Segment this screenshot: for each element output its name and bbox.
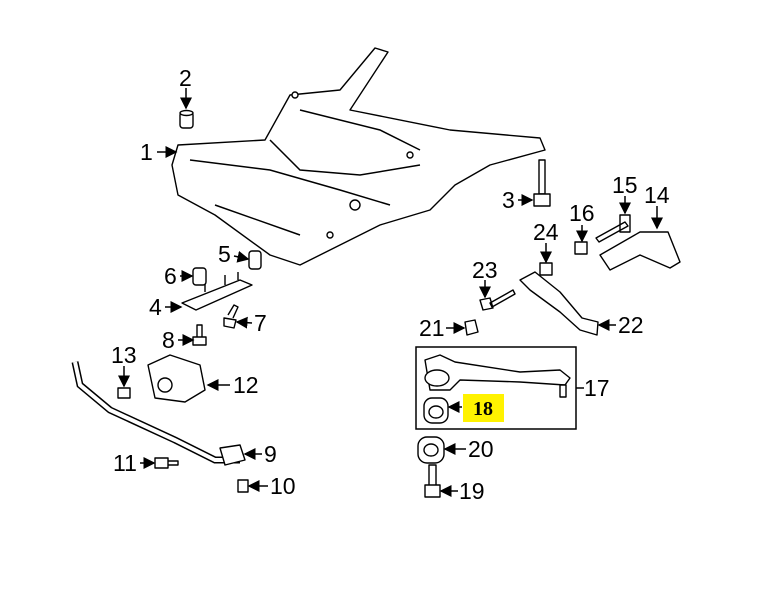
callout-13: 13 — [111, 342, 137, 368]
callout-18[interactable]: 18 — [473, 398, 493, 420]
callout-24: 24 — [533, 219, 559, 245]
bushing-part[interactable] — [423, 397, 449, 424]
callout-4: 4 — [149, 294, 162, 320]
mount-part[interactable] — [147, 354, 206, 403]
bracket-part[interactable] — [181, 272, 253, 311]
callout-23: 23 — [472, 257, 498, 283]
callout-9: 9 — [264, 441, 277, 467]
callout-5: 5 — [218, 241, 231, 267]
bolt-part[interactable] — [424, 464, 441, 498]
bolt-part[interactable] — [223, 304, 239, 329]
callout-17: 17 — [584, 375, 610, 401]
callout-15: 15 — [612, 172, 638, 198]
callout-11: 11 — [113, 450, 137, 476]
bracket-part[interactable] — [464, 319, 479, 336]
bushing-part[interactable] — [248, 250, 262, 270]
callout-7: 7 — [254, 310, 267, 336]
callout-10: 10 — [270, 473, 296, 499]
callout-12: 12 — [233, 372, 259, 398]
bolt-part[interactable] — [533, 159, 551, 207]
bolt-part[interactable] — [154, 457, 179, 469]
bolt-part[interactable] — [595, 214, 631, 243]
bolt-part[interactable] — [117, 387, 131, 399]
callout-22: 22 — [618, 312, 644, 338]
bolt-part[interactable] — [192, 324, 207, 346]
bushing-part[interactable] — [417, 436, 445, 464]
lower-arm-part[interactable] — [519, 271, 599, 336]
callout-3: 3 — [502, 187, 515, 213]
nut-part[interactable] — [574, 241, 588, 255]
bolt-part[interactable] — [479, 289, 516, 311]
callout-20: 20 — [468, 436, 494, 462]
highlight-box — [463, 394, 504, 422]
callout-2: 2 — [179, 65, 192, 91]
callout-14: 14 — [644, 182, 670, 208]
nut-part[interactable] — [539, 262, 553, 276]
callout-21: 21 — [419, 315, 445, 341]
subframe-part[interactable] — [171, 47, 546, 266]
callout-19: 19 — [459, 478, 485, 504]
link-bracket-part[interactable] — [219, 444, 246, 466]
bushing-part[interactable] — [192, 267, 207, 286]
callout-1: 1 — [140, 139, 153, 165]
callout-16: 16 — [569, 200, 595, 226]
callout-8: 8 — [162, 327, 175, 353]
upper-control-arm-part[interactable] — [599, 231, 681, 271]
bolt-part[interactable] — [237, 479, 249, 493]
bushing-part[interactable] — [179, 109, 194, 129]
callout-6: 6 — [164, 263, 177, 289]
leader-lines — [118, 88, 663, 497]
control-arm-part[interactable] — [424, 354, 571, 391]
